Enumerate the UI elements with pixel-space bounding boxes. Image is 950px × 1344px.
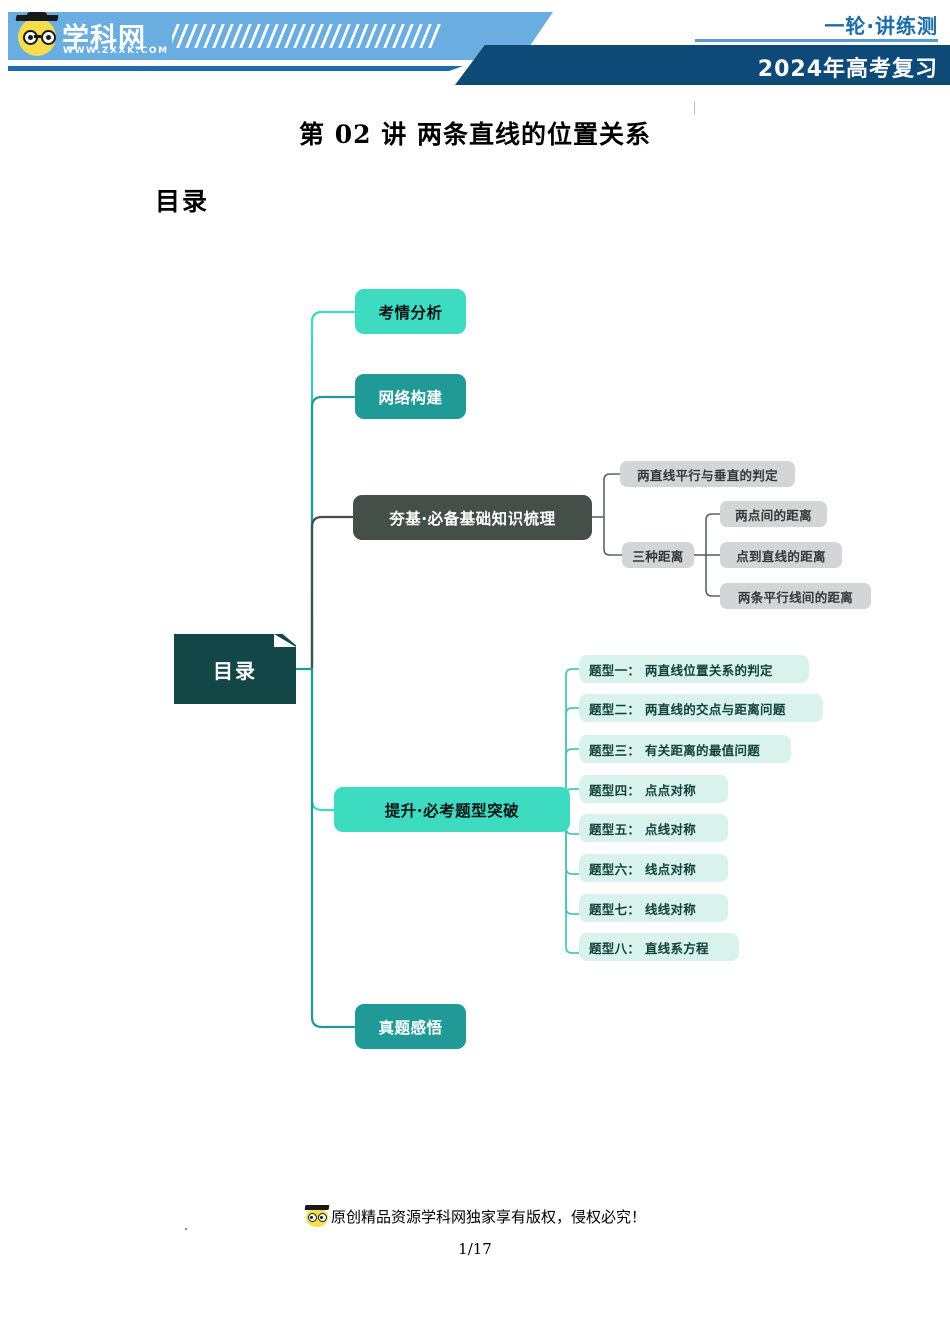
header-accent-rule: [695, 39, 938, 42]
mindmap-leaf-question-type-6[interactable]: 题型六： 线点对称: [579, 854, 728, 882]
mindmap-leaf-question-type-2[interactable]: 题型二： 两直线的交点与距离问题: [579, 694, 823, 722]
header-navy-banner: [455, 45, 950, 85]
page-title: 第 02 讲 两条直线的位置关系: [299, 120, 651, 149]
graduation-cap-icon: [16, 12, 58, 23]
mindmap-leaf-three-distances[interactable]: 三种距离: [622, 542, 694, 568]
mindmap-branch-real-exam-insights[interactable]: 真题感悟: [355, 1004, 466, 1049]
mindmap-branch-question-types[interactable]: 提升·必考题型突破: [334, 787, 570, 832]
page-header: 学科网 WWW.ZXXK.COM 一轮·讲练测 2024年高考复习: [0, 0, 950, 90]
section-heading-contents: 目录: [155, 187, 210, 216]
header-diagonal-stripes-decoration: [172, 24, 442, 48]
text-caret: [694, 102, 695, 114]
mindmap-leaf-question-type-5[interactable]: 题型五： 点线对称: [579, 814, 728, 842]
mindmap-leaf-question-type-8[interactable]: 题型八： 直线系方程: [579, 933, 739, 961]
header-series-label: 一轮·讲练测: [824, 14, 938, 38]
mindmap-branch-exam-analysis[interactable]: 考情分析: [355, 289, 466, 334]
logo-glasses-bridge-icon: [34, 35, 41, 38]
logo-wordmark: 学科网: [62, 23, 146, 54]
mindmap-leaf-distance-point-to-line[interactable]: 点到直线的距离: [720, 542, 842, 568]
logo-right-eye-icon: [41, 30, 56, 45]
footer-copyright-text: 原创精品资源学科网独家享有版权，侵权必究！: [330, 1208, 646, 1226]
mindmap-leaf-question-type-1[interactable]: 题型一： 两直线位置关系的判定: [579, 655, 809, 683]
mindmap-leaf-distance-parallel-lines[interactable]: 两条平行线间的距离: [720, 583, 871, 609]
mindmap-leaf-distance-point-to-point[interactable]: 两点间的距离: [720, 501, 827, 527]
mindmap-leaf-question-type-7[interactable]: 题型七： 线线对称: [579, 894, 728, 922]
logo-url-text: WWW.ZXXK.COM: [63, 46, 169, 56]
mindmap-leaf-question-type-4[interactable]: 题型四： 点点对称: [579, 775, 728, 803]
footer-copyright: 原创精品资源学科网独家享有版权，侵权必究！: [0, 1205, 950, 1227]
mindmap-leaf-question-type-3[interactable]: 题型三： 有关距离的最值问题: [579, 735, 791, 763]
footer-stray-dot: [185, 1228, 187, 1230]
mindmap-leaf-parallel-perpendicular[interactable]: 两直线平行与垂直的判定: [620, 461, 795, 487]
header-year-label: 2024年高考复习: [757, 57, 938, 82]
header-thin-rule: [8, 66, 463, 71]
mindmap-branch-basics-review[interactable]: 夯基·必备基础知识梳理: [353, 495, 592, 540]
zxxk-footer-logo-icon: [304, 1205, 330, 1227]
mindmap-branch-network-building[interactable]: 网络构建: [355, 374, 466, 419]
logo-left-eye-icon: [23, 30, 38, 45]
page-number: 1/17: [458, 1240, 492, 1258]
